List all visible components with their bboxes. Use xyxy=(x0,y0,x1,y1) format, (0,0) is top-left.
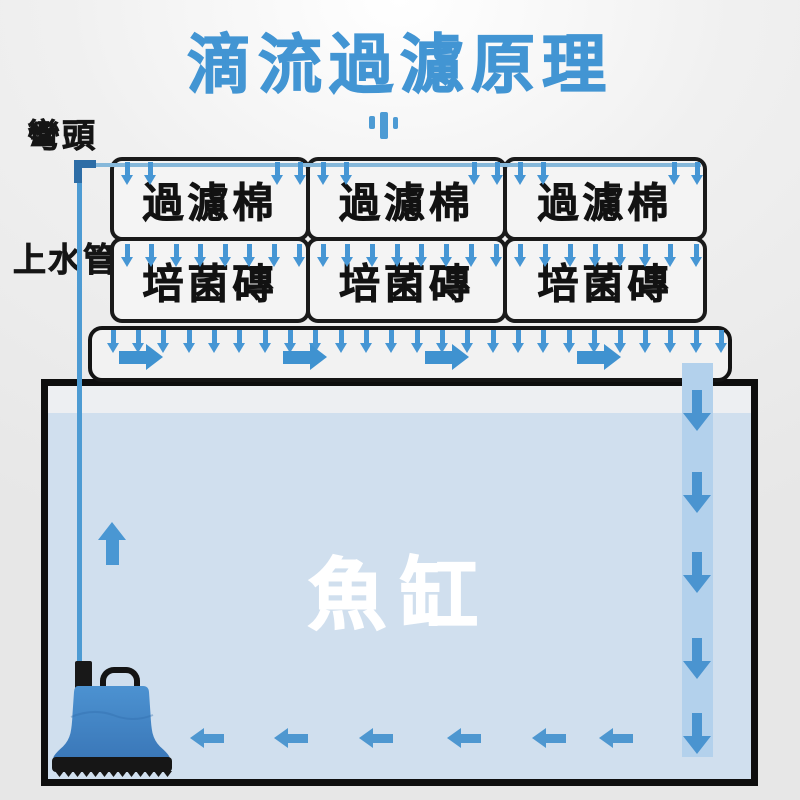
down-arrow-icon xyxy=(440,244,453,267)
tank-water xyxy=(48,413,751,779)
left-arrow-icon xyxy=(274,728,308,748)
down-arrow-icon xyxy=(270,162,284,185)
down-arrow-icon xyxy=(683,713,711,754)
down-arrow-icon xyxy=(194,244,207,267)
down-arrow-icon xyxy=(341,244,354,267)
page-title: 滴流過濾原理 xyxy=(186,28,613,103)
down-arrow-icon xyxy=(537,330,550,353)
down-arrow-icon xyxy=(614,244,627,267)
down-arrow-icon xyxy=(513,162,527,185)
down-arrow-icon xyxy=(467,162,481,185)
down-arrow-icon xyxy=(157,330,170,353)
down-arrow-icon xyxy=(390,244,404,267)
down-arrow-icon xyxy=(218,244,232,267)
down-arrow-icon xyxy=(664,244,677,267)
down-arrow-icon xyxy=(489,244,503,267)
pipe-elbow xyxy=(74,160,82,183)
down-arrow-icon xyxy=(683,638,711,679)
drip-tray xyxy=(88,326,732,382)
filter-box-brick-2: 培菌磚 xyxy=(306,237,507,323)
elbow-label: 彎頭 xyxy=(27,116,97,156)
down-arrow-icon xyxy=(563,244,577,267)
down-arrow-icon xyxy=(106,330,120,353)
filter-box-label: 培菌磚 xyxy=(142,260,278,309)
filter-box-label: 過濾棉 xyxy=(142,179,278,228)
down-arrow-icon xyxy=(365,244,379,267)
riser-pipe xyxy=(77,163,82,666)
drip-icon xyxy=(380,112,388,139)
down-arrow-icon xyxy=(538,244,552,267)
down-arrow-icon xyxy=(588,330,601,353)
down-arrow-icon xyxy=(120,244,134,267)
down-arrow-icon xyxy=(316,162,330,185)
down-arrow-icon xyxy=(513,244,527,267)
pipe-elbow xyxy=(74,160,96,168)
drip-icon xyxy=(393,117,398,129)
filter-box-label: 培菌磚 xyxy=(339,260,474,309)
down-arrow-icon xyxy=(512,330,525,353)
water-pump xyxy=(52,686,172,777)
down-arrow-icon xyxy=(638,330,652,353)
down-arrow-icon xyxy=(683,472,711,513)
filter-box-label: 過濾棉 xyxy=(537,179,673,228)
right-arrow-icon xyxy=(425,344,469,371)
down-arrow-icon xyxy=(293,162,307,185)
down-arrow-icon xyxy=(536,162,550,185)
down-arrow-icon xyxy=(689,330,703,353)
left-arrow-icon xyxy=(359,728,393,748)
down-arrow-icon xyxy=(490,162,504,185)
down-arrow-icon xyxy=(436,330,449,353)
filter-box-label: 培菌磚 xyxy=(537,260,673,309)
down-arrow-icon xyxy=(639,244,652,267)
pump-handle xyxy=(100,667,140,691)
down-arrow-icon xyxy=(131,330,145,353)
down-arrow-icon xyxy=(233,330,246,353)
down-arrow-icon xyxy=(415,244,428,267)
down-arrow-icon xyxy=(689,244,703,267)
down-arrow-icon xyxy=(169,244,183,267)
down-arrow-icon xyxy=(464,244,478,267)
down-arrow-icon xyxy=(258,330,272,353)
down-arrow-icon xyxy=(339,162,353,185)
pump-outlet xyxy=(75,661,92,689)
down-arrow-icon xyxy=(385,330,398,353)
right-arrow-icon xyxy=(577,344,621,371)
down-arrow-icon xyxy=(667,162,681,185)
down-arrow-icon xyxy=(145,244,158,267)
left-arrow-icon xyxy=(447,728,481,748)
down-arrow-icon xyxy=(486,330,500,353)
drip-icon xyxy=(369,116,375,129)
down-arrow-icon xyxy=(283,330,297,353)
tank-label: 魚缸 xyxy=(307,550,492,642)
right-arrow-icon xyxy=(119,344,163,371)
top-pipe xyxy=(93,163,701,167)
right-arrow-icon xyxy=(283,344,327,371)
down-arrow-icon xyxy=(143,162,157,185)
down-arrow-icon xyxy=(267,244,281,267)
down-arrow-icon xyxy=(664,330,677,353)
left-arrow-icon xyxy=(190,728,224,748)
down-arrow-icon xyxy=(683,552,711,593)
left-arrow-icon xyxy=(599,728,633,748)
down-arrow-icon xyxy=(714,330,728,353)
down-arrow-icon xyxy=(690,162,704,185)
riser-pipe-label: 上水管 xyxy=(13,240,118,280)
down-arrow-icon xyxy=(683,390,711,431)
down-arrow-icon xyxy=(334,330,348,353)
down-arrow-icon xyxy=(588,244,602,267)
down-arrow-icon xyxy=(292,244,306,267)
down-arrow-icon xyxy=(316,244,330,267)
down-arrow-icon xyxy=(120,162,134,185)
down-arrow-icon xyxy=(410,330,424,353)
filter-box-cotton-3: 過濾棉 xyxy=(503,157,707,241)
down-arrow-icon xyxy=(182,330,196,353)
left-arrow-icon xyxy=(532,728,566,748)
down-arrow-icon xyxy=(562,330,576,353)
down-arrow-icon xyxy=(360,330,373,353)
down-arrow-icon xyxy=(243,244,256,267)
filter-box-label: 過濾棉 xyxy=(339,179,474,228)
down-arrow-icon xyxy=(207,330,221,353)
up-arrow-icon xyxy=(98,522,126,565)
